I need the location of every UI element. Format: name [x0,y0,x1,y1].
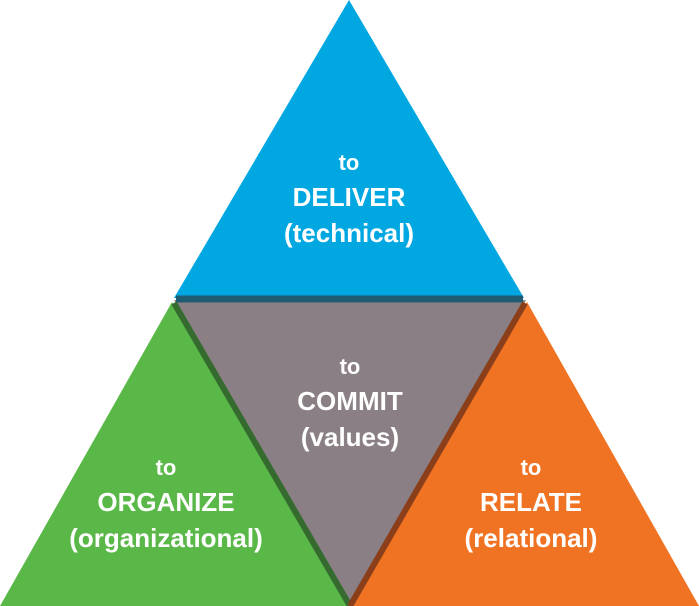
left-label-organizational: (organizational) [69,523,263,553]
top-triangle-deliver [174,0,524,298]
left-label-to: to [156,455,177,480]
center-triangle-commit [174,300,526,606]
top-label-technical: (technical) [284,218,414,248]
right-triangle-relate [353,302,699,606]
separator-left [171,301,353,606]
right-label-relational: (relational) [465,523,598,553]
top-label-to: to [339,150,360,175]
left-triangle-organize [0,302,348,606]
center-label-commit: COMMIT [297,386,403,416]
right-label-relate: RELATE [480,487,582,517]
top-label-deliver: DELIVER [293,182,406,212]
left-label-organize: ORGANIZE [97,487,234,517]
right-label-to: to [521,455,542,480]
center-label-values: (values) [301,422,399,452]
separator-right [347,301,528,606]
center-label-to: to [340,354,361,379]
